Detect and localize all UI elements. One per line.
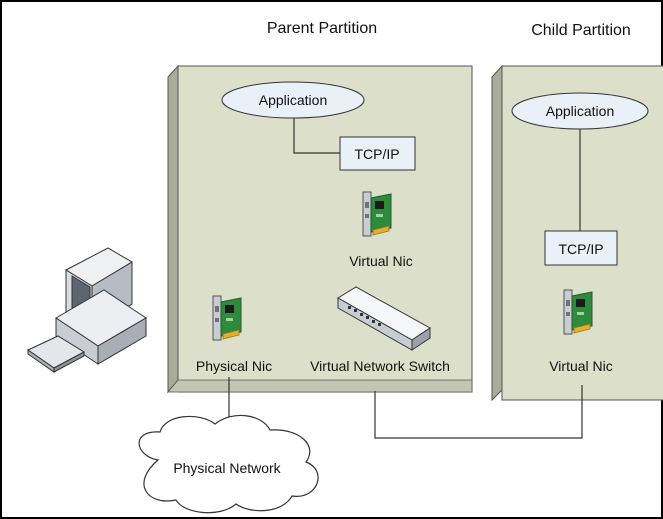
physical-network-label: Physical Network <box>173 460 281 476</box>
parent-application-label: Application <box>259 92 328 108</box>
network-card-icon <box>362 191 392 237</box>
parent-tcpip-label: TCP/IP <box>354 146 399 162</box>
parent-partition-title: Parent Partition <box>267 20 377 37</box>
cloud-icon <box>138 414 319 514</box>
virtual-switch-label: Virtual Network Switch <box>310 358 450 374</box>
child-partition-title: Child Partition <box>531 22 631 39</box>
child-application-label: Application <box>546 103 615 119</box>
child-virtual-nic-label: Virtual Nic <box>549 358 613 374</box>
network-card-icon <box>212 295 242 341</box>
network-card-icon <box>563 289 593 335</box>
child-application-node <box>511 92 649 130</box>
parent-virtual-nic-label: Virtual Nic <box>349 253 413 269</box>
physical-nic-label: Physical Nic <box>196 358 272 374</box>
parent-tcpip-node <box>339 136 416 171</box>
computer-icon <box>26 247 147 373</box>
child-tcpip-label: TCP/IP <box>558 241 603 257</box>
parent-application-node <box>221 81 365 119</box>
network-switch-icon <box>337 286 431 351</box>
child-tcpip-node <box>544 230 618 266</box>
